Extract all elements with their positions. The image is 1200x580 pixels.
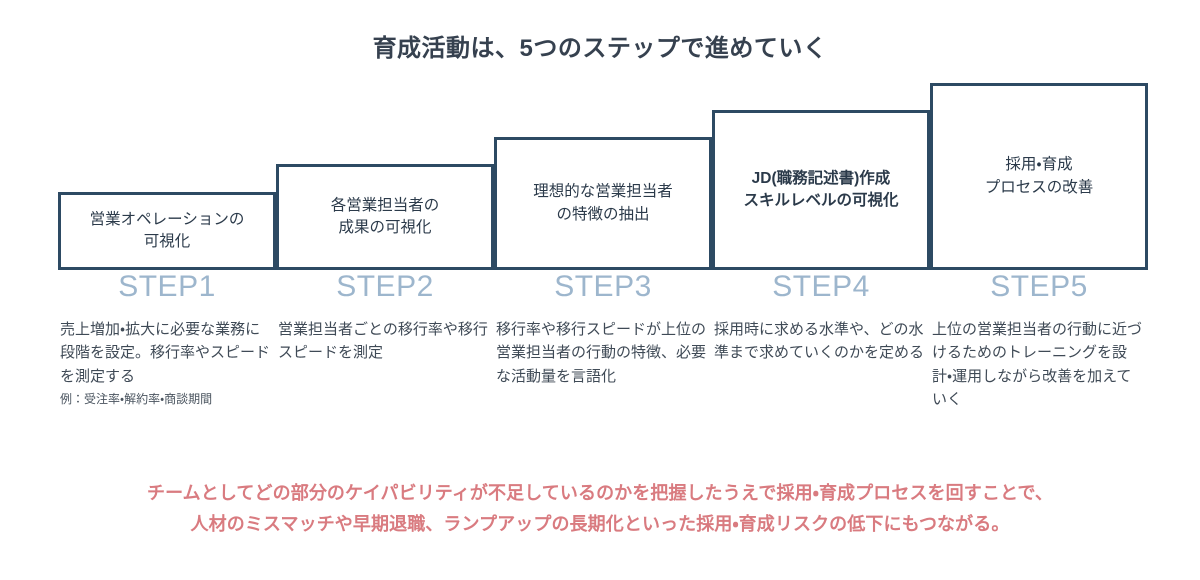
step-box-3-label: 理想的な営業担当者 の特徴の抽出 [533, 183, 673, 223]
step-box-4: JD(職務記述書)作成 スキルレベルの可視化 [712, 110, 930, 270]
step-box-5-label: 採用・育成 プロセスの改善 [984, 156, 1094, 196]
step-label-3: STEP3 [554, 270, 652, 303]
step-column-4: STEP4 採用時に求める水準や、どの水準まで求めていくのかを定める [712, 272, 930, 367]
step-descriptions: STEP1 売上増加・拡大に必要な業務に段階を設定。移行率やスピードを測定する … [0, 272, 1200, 472]
step-description-3: 移行率や移行スピードが上位の営業担当者の行動の特徴、必要な活動量を言語化 [496, 321, 707, 385]
step-description-5: 上位の営業担当者の行動に近づけるためのトレーニングを設計・運用しながら改善を加え… [932, 321, 1143, 408]
step-column-3: STEP3 移行率や移行スピードが上位の営業担当者の行動の特徴、必要な活動量を言… [494, 272, 712, 390]
staircase-diagram: 営業オペレーションの 可視化 各営業担当者の 成果の可視化 理想的な営業担当者 … [0, 0, 1200, 270]
step-label-2: STEP2 [336, 270, 434, 303]
step-column-5: STEP5 上位の営業担当者の行動に近づけるためのトレーニングを設計・運用しなが… [930, 272, 1148, 413]
step-description-1: 売上増加・拡大に必要な業務に段階を設定。移行率やスピードを測定する [60, 321, 271, 385]
step-box-3: 理想的な営業担当者 の特徴の抽出 [494, 137, 712, 270]
step-label-1: STEP1 [118, 270, 216, 303]
step-box-2-label: 各営業担当者の 成果の可視化 [330, 196, 440, 236]
step-box-2: 各営業担当者の 成果の可視化 [276, 164, 494, 270]
step-note-1: 例：受注率・解約率・商談期間 [60, 391, 213, 406]
step-box-1-label: 営業オペレーションの 可視化 [89, 210, 245, 250]
step-description-2: 営業担当者ごとの移行率や移行スピードを測定 [278, 321, 488, 362]
step-label-5: STEP5 [990, 270, 1088, 303]
page-title: 育成活動は、5つのステップで進めていく [372, 35, 828, 62]
step-description-4: 採用時に求める水準や、どの水準まで求めていくのかを定める [714, 321, 925, 362]
step-column-2: STEP2 営業担当者ごとの移行率や移行スピードを測定 [276, 272, 494, 367]
step-box-4-label: JD(職務記述書)作成 スキルレベルの可視化 [743, 169, 899, 209]
step-label-4: STEP4 [772, 270, 870, 303]
footer-message: チームとしてどの部分のケイパビリティが不足しているのかを把握したうえで採用・育成… [147, 483, 1053, 534]
step-column-1: STEP1 売上増加・拡大に必要な業務に段階を設定。移行率やスピードを測定する … [58, 272, 276, 408]
step-box-1: 営業オペレーションの 可視化 [58, 192, 276, 270]
step-box-5: 採用・育成 プロセスの改善 [930, 83, 1148, 270]
